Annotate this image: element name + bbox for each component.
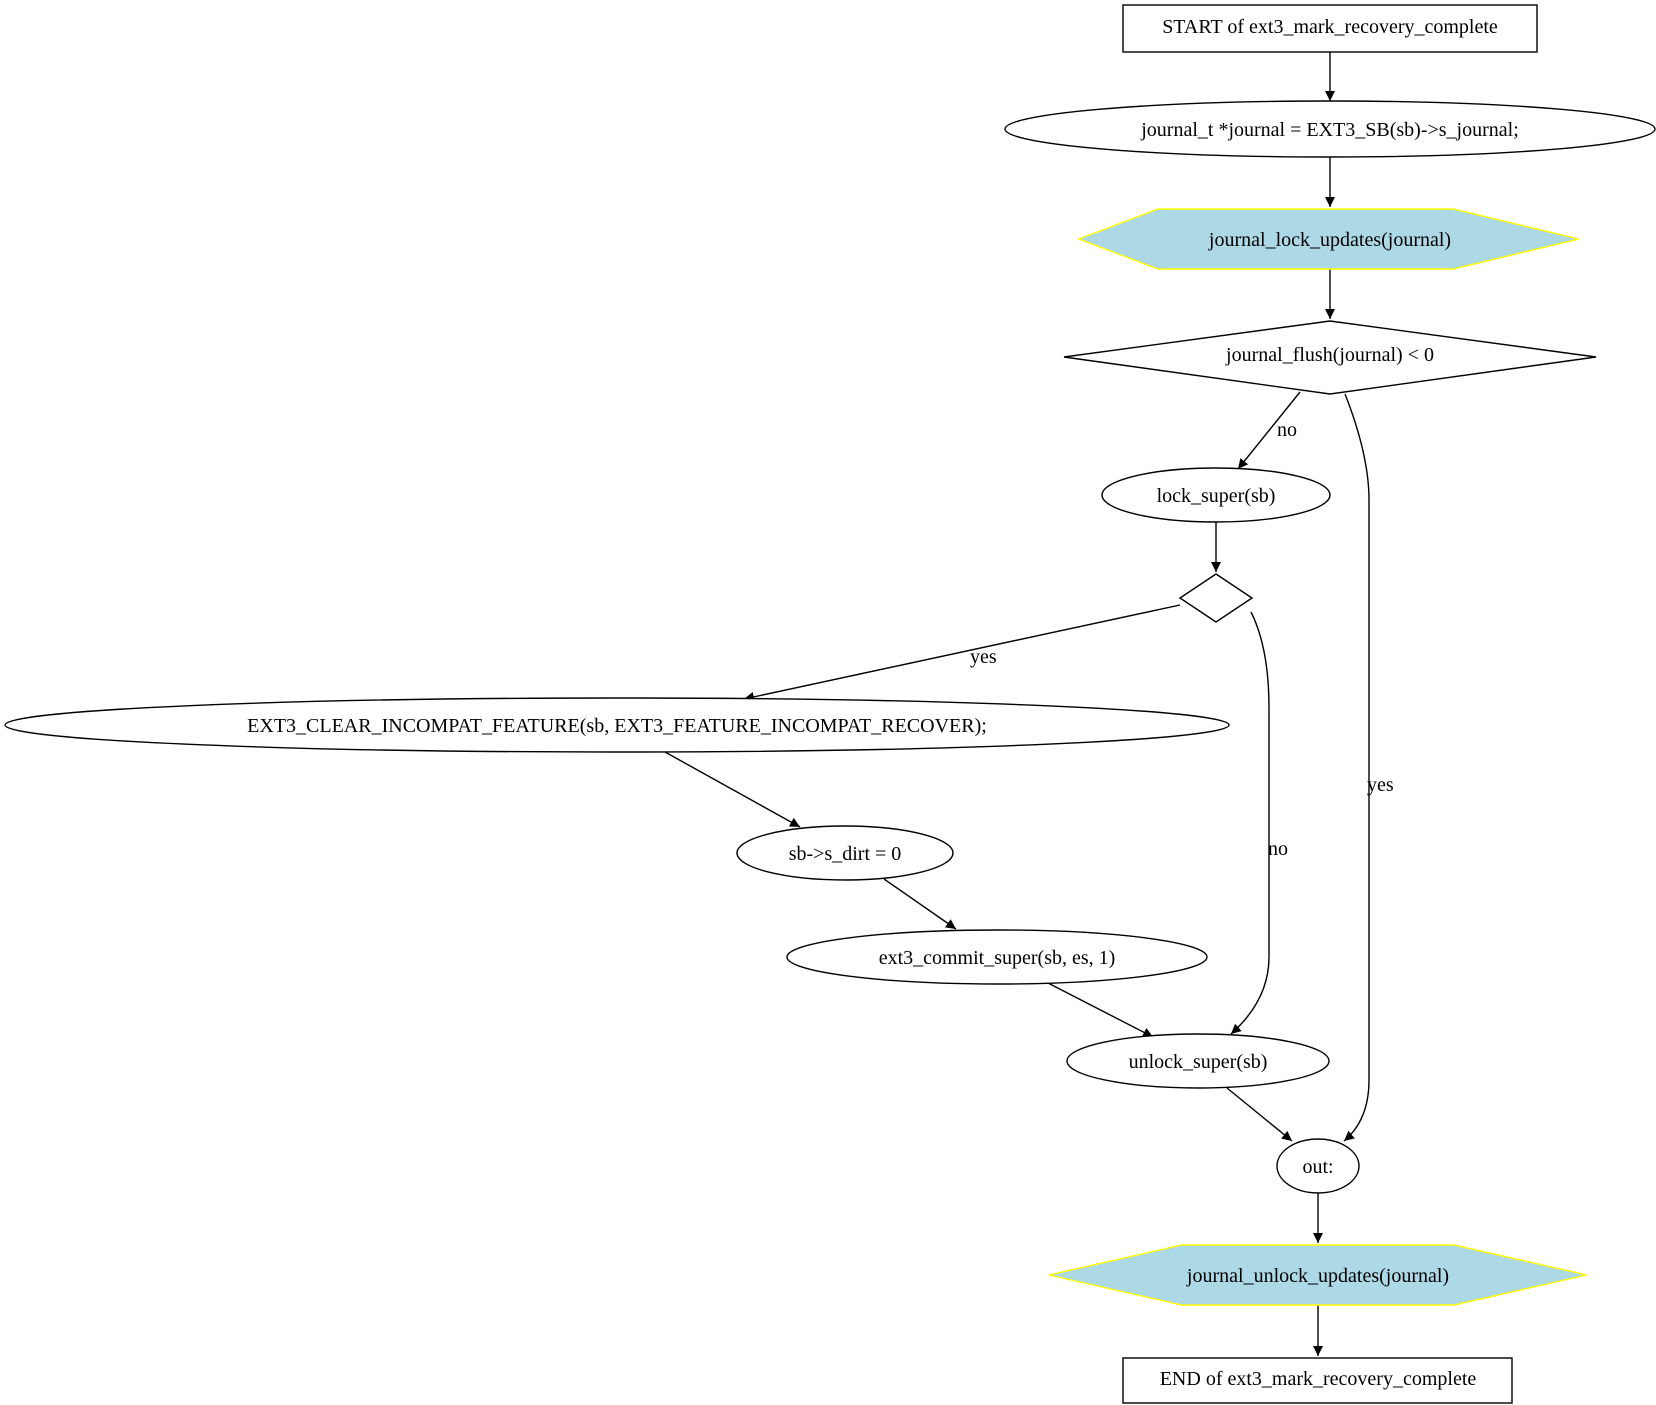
end-node: END of ext3_mark_recovery_complete: [1122, 1357, 1513, 1404]
unlock-updates-label: journal_unlock_updates(journal): [1186, 1265, 1449, 1287]
unlock-super-label: unlock_super(sb): [1129, 1051, 1268, 1073]
start-node: START of ext3_mark_recovery_complete: [1122, 4, 1538, 53]
edge-label-decision-no: no: [1268, 838, 1288, 860]
out-label: out:: [1302, 1156, 1333, 1178]
edge-s-dirt-to-commit-super: [883, 878, 957, 930]
out-node: out:: [1276, 1138, 1360, 1194]
s-dirt-label: sb->s_dirt = 0: [789, 843, 902, 865]
edge-decision-yes-to-clear-feature: [743, 604, 1181, 702]
clear-feature-label: EXT3_CLEAR_INCOMPAT_FEATURE(sb, EXT3_FEA…: [247, 715, 987, 737]
edge-unlock-super-to-out: [1226, 1087, 1293, 1142]
unlock-super-node: unlock_super(sb): [1066, 1033, 1330, 1089]
edges: [664, 52, 1370, 1356]
edge-label-flush-no: no: [1277, 419, 1297, 441]
s-dirt-node: sb->s_dirt = 0: [736, 825, 954, 881]
clear-feature-node: EXT3_CLEAR_INCOMPAT_FEATURE(sb, EXT3_FEA…: [4, 697, 1230, 753]
lock-super-label: lock_super(sb): [1157, 485, 1276, 507]
lock-updates-label: journal_lock_updates(journal): [1208, 229, 1451, 251]
commit-super-label: ext3_commit_super(sb, es, 1): [879, 947, 1116, 969]
journal-assign-label: journal_t *journal = EXT3_SB(sb)->s_jour…: [1140, 119, 1519, 141]
start-node-label: START of ext3_mark_recovery_complete: [1162, 16, 1498, 38]
empty-decision-node: [1178, 573, 1254, 623]
flush-check-node: journal_flush(journal) < 0: [1063, 320, 1597, 395]
edge-flush-no-to-lock-super: [1237, 391, 1301, 470]
lock-super-node: lock_super(sb): [1101, 467, 1331, 523]
flush-check-label: journal_flush(journal) < 0: [1225, 344, 1434, 366]
edge-label-decision-yes: yes: [970, 646, 997, 668]
edge-label-flush-yes: yes: [1367, 774, 1394, 796]
journal-assign-node: journal_t *journal = EXT3_SB(sb)->s_jour…: [1004, 100, 1656, 158]
edge-clear-feature-to-s-dirt: [664, 751, 801, 828]
lock-updates-node: journal_lock_updates(journal): [1077, 208, 1580, 270]
edge-decision-no-to-unlock-super: [1230, 611, 1270, 1035]
commit-super-node: ext3_commit_super(sb, es, 1): [786, 929, 1208, 985]
edge-flush-yes-to-out: [1343, 393, 1370, 1142]
end-node-label: END of ext3_mark_recovery_complete: [1160, 1368, 1477, 1390]
edge-labels: no yes yes no: [970, 419, 1394, 860]
unlock-updates-node: journal_unlock_updates(journal): [1048, 1244, 1588, 1306]
edge-commit-super-to-unlock-super: [1047, 982, 1154, 1038]
